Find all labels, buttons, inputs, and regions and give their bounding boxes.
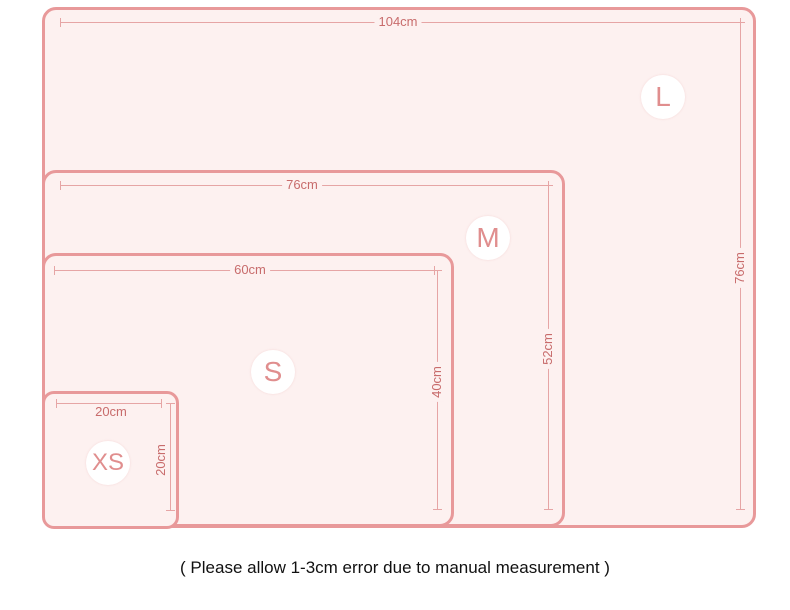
size-m-badge: M (466, 216, 510, 260)
size-s-width-label: 60cm (230, 263, 270, 277)
size-s-badge: S (251, 350, 295, 394)
size-l-badge: L (641, 75, 685, 119)
size-xs-badge: XS (86, 441, 130, 485)
size-s-height-label: 40cm (429, 362, 444, 402)
size-xs-height-line (166, 403, 175, 511)
size-l-height-label: 76cm (732, 248, 747, 288)
size-m-height-label: 52cm (540, 329, 555, 369)
size-xs-width-line (56, 399, 162, 408)
size-l-width-label: 104cm (374, 15, 422, 29)
size-m-width-label: 76cm (282, 178, 322, 192)
size-xs-height-label: 20cm (153, 444, 168, 476)
size-xs-width-label: 20cm (95, 404, 127, 419)
measurement-note: ( Please allow 1-3cm error due to manual… (180, 558, 610, 577)
